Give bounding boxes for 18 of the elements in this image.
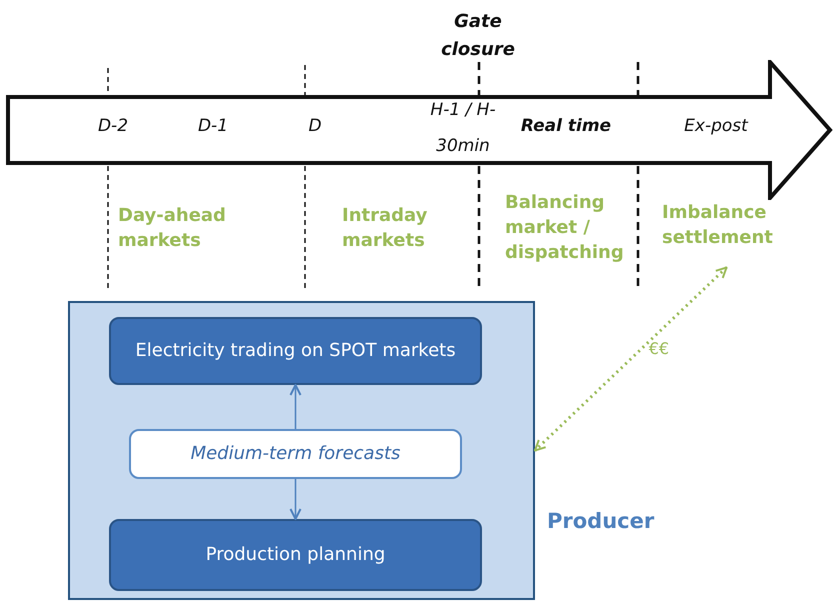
phase-label: Balancing market / dispatching [505, 191, 625, 265]
phase-label: Intraday markets [342, 204, 428, 253]
time-label: D [307, 115, 323, 138]
event-label: Gate closure [440, 10, 516, 62]
phase-label: Day-ahead markets [118, 204, 227, 253]
arrow [290, 479, 302, 520]
time-label: Ex-post [683, 115, 750, 138]
time-label: H-1 / H-30min [429, 99, 497, 158]
time-label: D-1 [196, 115, 230, 138]
time-label: Real time [520, 115, 612, 138]
forecast-box: Medium-term forecasts [129, 429, 462, 479]
process-box: Electricity trading on SPOT markets [109, 317, 482, 385]
panel-heading: Producer [547, 509, 654, 533]
time-label: D-2 [96, 115, 130, 138]
arrow [290, 384, 302, 429]
phase-label: Imbalance settlement [655, 200, 785, 254]
process-box: Production planning [109, 519, 482, 591]
arrow [534, 266, 728, 452]
